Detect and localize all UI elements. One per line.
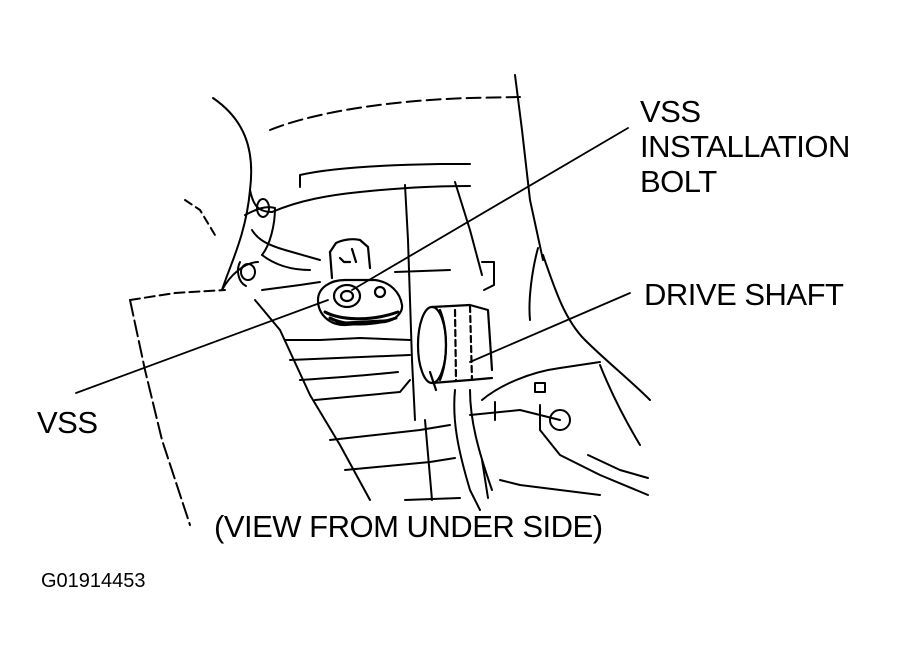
left-mounting-bosses (237, 198, 321, 287)
view-note-label: (VIEW FROM UNDER SIDE) (214, 509, 603, 544)
vss-label: VSS (37, 405, 98, 440)
vss-installation-bolt-label-line-3: BOLT (640, 164, 717, 199)
vss-installation-bolt-label-line-1: VSS (640, 94, 701, 129)
vss-installation-bolt-label-line-2: INSTALLATION (640, 129, 850, 164)
transaxle-housing-outline (212, 74, 651, 401)
drive-shaft-label: DRIVE SHAFT (644, 277, 844, 312)
vss-installation-bolt-label: VSS INSTALLATION BOLT (640, 94, 850, 199)
vss-sensor (316, 238, 404, 327)
figure-id: G01914453 (41, 570, 146, 592)
housing-ribs (244, 181, 495, 501)
drive-shaft-leader-line (469, 292, 631, 363)
vss-bolt-leader-line (351, 127, 629, 291)
frame-left-edge (129, 199, 226, 526)
lower-right-bracket (453, 361, 649, 511)
leader-lines (75, 127, 631, 394)
drive-shaft (416, 303, 494, 392)
vss-leader-line (75, 299, 329, 394)
